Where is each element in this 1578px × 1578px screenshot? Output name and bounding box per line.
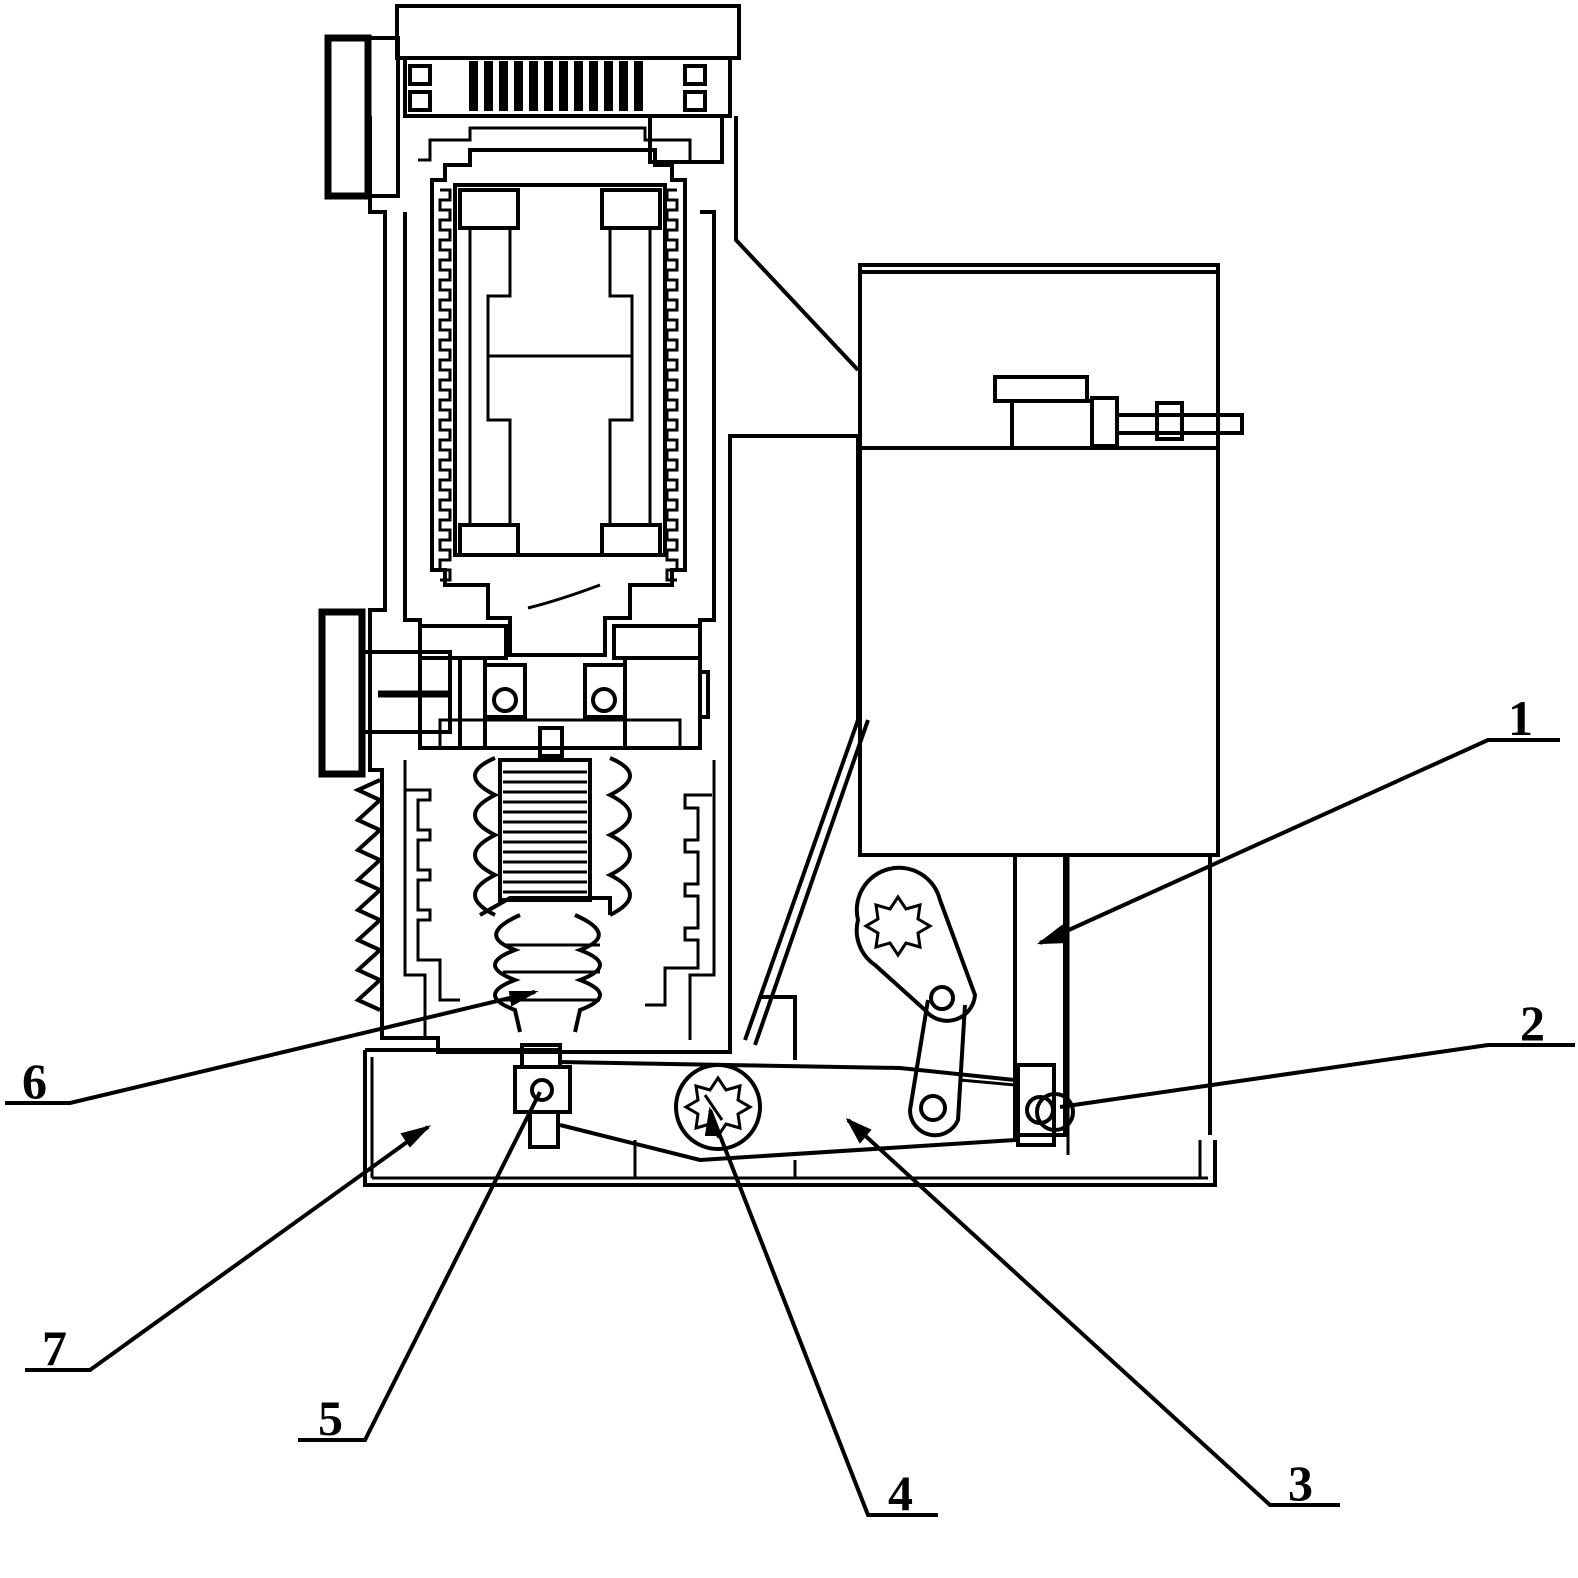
part-label-6: 6 (22, 1053, 47, 1109)
pole-housing (318, 4, 860, 1054)
leader-3 (846, 1118, 1340, 1507)
spring-stack-hatch (503, 770, 587, 894)
part-label-1: 1 (1508, 690, 1533, 746)
operating-mechanism-box (728, 263, 1244, 1155)
part-labels: 1 2 3 4 5 6 7 (22, 690, 1545, 1521)
leader-1 (1039, 738, 1560, 945)
part-label-4: 4 (888, 1465, 913, 1521)
part-label-2: 2 (1520, 995, 1545, 1051)
part-label-5: 5 (318, 1390, 343, 1446)
leader-2 (1059, 1043, 1575, 1109)
leader-5 (298, 1091, 542, 1442)
leader-7 (25, 1125, 430, 1372)
base-frame (363, 1043, 1217, 1187)
insulator-sheds (353, 756, 716, 1040)
part-label-7: 7 (42, 1320, 67, 1376)
leader-6 (5, 990, 536, 1105)
part-label-3: 3 (1288, 1455, 1313, 1511)
top-cap-fins (469, 61, 643, 111)
leader-4 (708, 1109, 938, 1517)
crank-linkage (559, 865, 1017, 1163)
leader-lines (5, 738, 1575, 1517)
